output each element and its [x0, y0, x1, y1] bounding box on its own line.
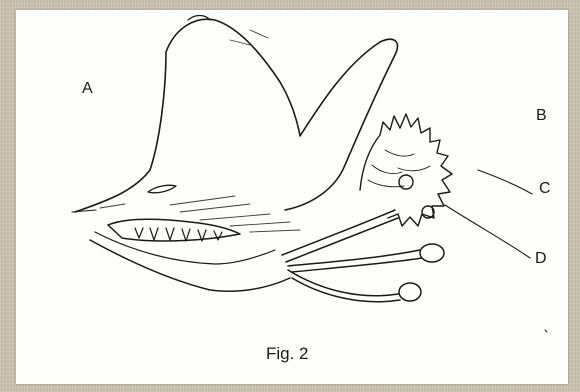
cluster-ring [399, 175, 413, 189]
appendage-middle-loop [420, 244, 444, 262]
label-b: B [536, 107, 547, 125]
pointer-d [445, 205, 530, 258]
label-a: A [82, 80, 93, 98]
label-d: D [535, 250, 547, 268]
pointer-c [478, 170, 532, 194]
body-outline [75, 19, 397, 212]
body-hatching [100, 30, 300, 232]
appendage-lower [288, 270, 400, 302]
figure-caption: Fig. 2 [266, 344, 309, 364]
appendage-lower-loop [399, 283, 421, 301]
label-c: C [539, 180, 551, 198]
stray-mark-right [545, 330, 547, 332]
appendage-upper [282, 210, 398, 262]
body-underside [90, 240, 290, 291]
mouth-outline [108, 219, 240, 241]
eye-slit [148, 185, 176, 193]
